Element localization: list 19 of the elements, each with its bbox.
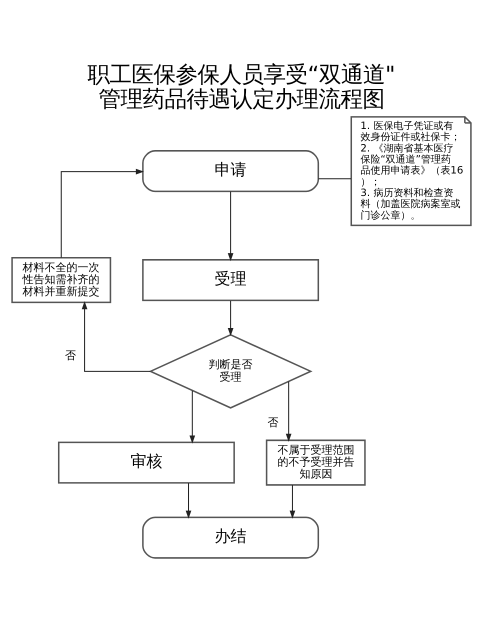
diagram-title: 职工医保参保人员享受“双通道"管理药品待遇认定办理流程图	[88, 61, 396, 112]
arrow	[189, 390, 196, 444]
connector	[318, 178, 352, 179]
node-box: 申请	[142, 150, 320, 192]
arrow	[60, 168, 144, 258]
edge-label: 否	[64, 348, 76, 362]
node-box: 审核	[58, 441, 235, 484]
node-box: 办结	[142, 516, 320, 558]
node-box: 材料不全的一次性告知需补齐的材料并重新提交	[11, 256, 112, 303]
arrow	[290, 484, 296, 518]
node-box: 受理	[142, 258, 320, 301]
node-box: 不属于受理范围的不予受理并告知原因	[266, 439, 366, 486]
arrow	[228, 191, 234, 261]
arrow	[186, 482, 192, 518]
arrow	[228, 300, 234, 336]
node-diamond: 判断是否受理	[148, 334, 313, 408]
arrow	[82, 300, 150, 372]
arrow	[286, 380, 292, 442]
edge-label: 否	[267, 415, 278, 428]
